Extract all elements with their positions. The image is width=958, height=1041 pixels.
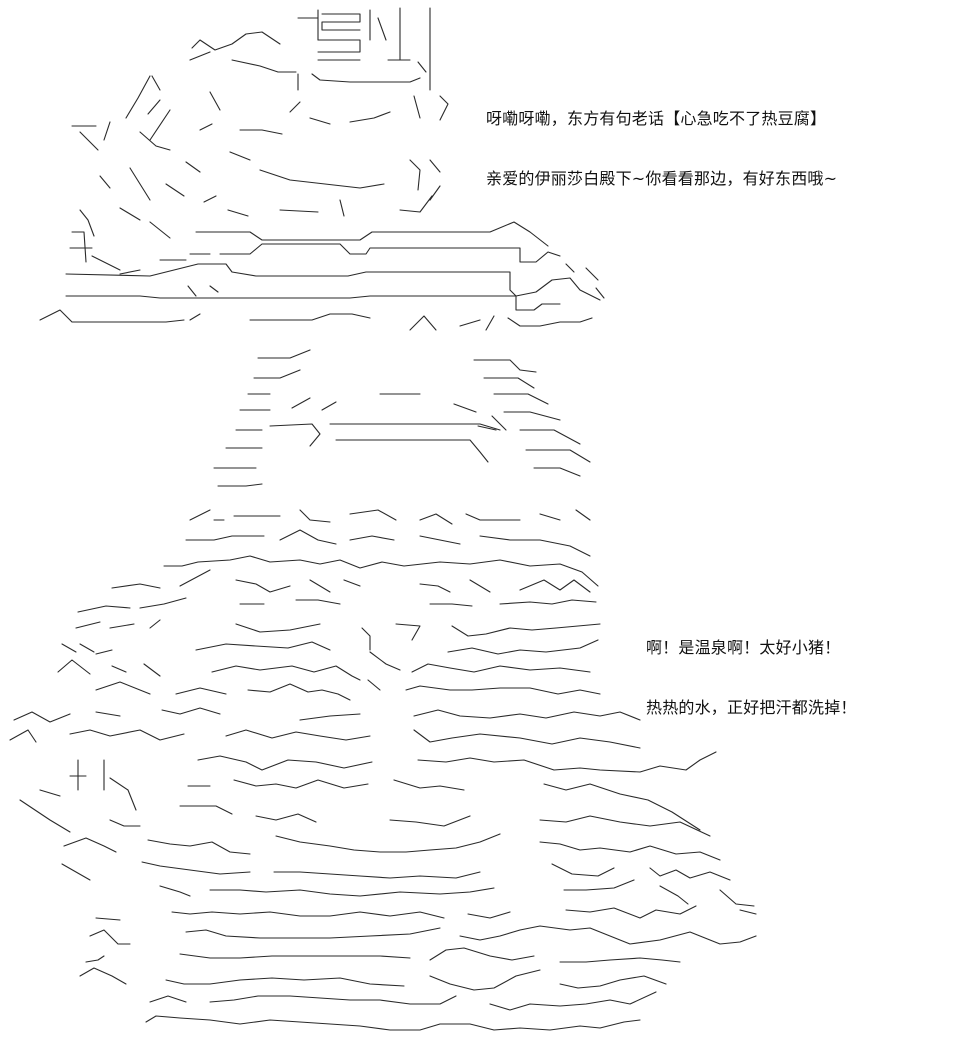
top-caption-line-1: 呀嘞呀嘞，东方有句老话【心急吃不了热豆腐】 [486,109,827,128]
lower-scene-art [9,349,757,1031]
top-caption: 呀嘞呀嘞，东方有句老话【心急吃不了热豆腐】 亲爱的伊丽莎白殿下~你看看那边，有好… [486,69,837,209]
bottom-caption-line-2: 热热的水，正好把汗都洗掉！ [646,698,857,717]
top-caption-line-2: 亲爱的伊丽莎白殿下~你看看那边，有好东西哦~ [486,169,838,188]
bottom-caption-line-1: 啊！是温泉啊！太好小猪！ [646,638,841,657]
bottom-caption: 啊！是温泉啊！太好小猪！ 热热的水，正好把汗都洗掉！ [646,598,857,738]
upper-scene-art [39,7,605,331]
